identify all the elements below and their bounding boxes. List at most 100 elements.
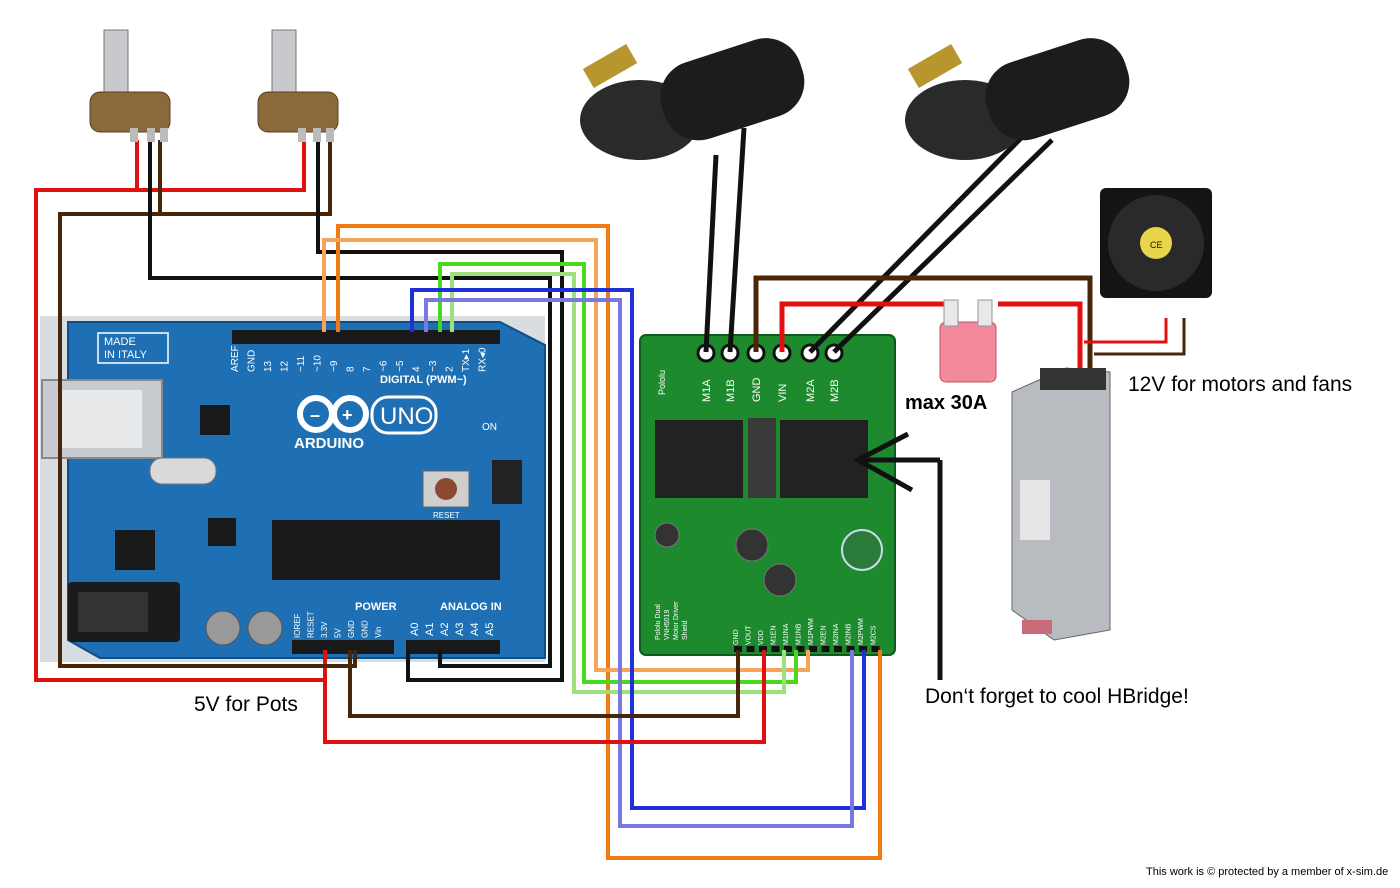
driver-bottom-pin-label: GND <box>733 629 740 645</box>
wire-black-motor2-b <box>832 138 1054 354</box>
arduino-brand: ARDUINO <box>294 435 364 452</box>
driver-bottom-pin-label: VOUT <box>746 625 753 645</box>
digital-pin-label: ~5 <box>395 360 406 372</box>
power-header <box>292 640 394 654</box>
power-pin-label: Vin <box>374 627 383 638</box>
digital-pin-label: AREF <box>230 345 241 372</box>
driver-pin <box>809 646 817 652</box>
driver-top-pin-label: M2A <box>805 379 817 402</box>
analog-pin-label: A3 <box>454 623 466 636</box>
wire-light-green-pin2 <box>450 272 786 694</box>
wire-orange-pin9 <box>336 224 882 860</box>
digital-pin-label: 12 <box>280 360 291 372</box>
power-supply-icon <box>1011 367 1111 641</box>
analog-header <box>406 640 500 654</box>
cooling-fan-icon: CE <box>1100 188 1212 298</box>
wire-brown-pot-gnd <box>158 140 332 216</box>
usb-chip <box>200 405 230 435</box>
driver-pin <box>796 646 805 652</box>
psu-note-label: 12V for motors and fans <box>1128 373 1353 396</box>
driver-pin <box>846 646 855 652</box>
icsp-header <box>492 460 522 504</box>
fan-label: CE <box>1150 240 1163 250</box>
crystal-oscillator <box>149 457 217 485</box>
digital-pin-label: TX▸1 <box>461 348 472 372</box>
digital-pin-label: ~3 <box>428 360 439 372</box>
wire-black-pot1-wiper <box>148 140 552 668</box>
analog-pin-label: A0 <box>409 623 421 636</box>
digital-pin-label: GND <box>247 350 258 372</box>
wire-red-pot-power <box>135 140 306 192</box>
power-pin-label: GND <box>347 620 356 638</box>
wire-light-orange-pin10 <box>322 238 810 672</box>
driver-pin <box>784 646 792 652</box>
driver-brand: Pololu <box>657 370 667 395</box>
driver-bottom-pin-label: M1PWM <box>808 618 815 645</box>
digital-header-label: DIGITAL (PWM~) <box>380 374 467 386</box>
reset-label: RESET <box>433 511 460 520</box>
driver-pin <box>834 646 842 652</box>
vnh5019-chip-2 <box>780 420 868 498</box>
wires <box>34 123 1186 860</box>
driver-pin <box>771 646 780 652</box>
wire-black-motor1-a <box>703 154 719 353</box>
vnh5019-chip-1 <box>655 420 743 498</box>
wire-green-pin4 <box>438 262 798 684</box>
analog-pin-label: A5 <box>484 623 496 636</box>
driver-pin <box>821 646 830 652</box>
driver-name-label: Shield <box>682 620 689 640</box>
analog-pin-label: A2 <box>439 623 451 636</box>
atmega-chip <box>272 520 500 580</box>
on-led-label: ON <box>482 422 497 433</box>
digital-header <box>232 330 500 344</box>
power-pin-label: 5V <box>334 628 343 638</box>
wire-black-motor1-b <box>727 127 747 353</box>
svg-text:+: + <box>342 405 353 425</box>
analog-pin-label: A4 <box>469 623 481 636</box>
wire-brown-fan <box>1094 318 1186 356</box>
driver-bottom-pin-label: M1INB <box>796 623 803 645</box>
driver-bottom-pin-label: M2CS <box>871 625 878 645</box>
driver-top-pin-label: GND <box>751 378 763 403</box>
cooling-note-label: Don‘t forget to cool HBridge! <box>925 685 1189 708</box>
driver-pin <box>734 646 742 652</box>
driver-top-pin-label: VIN <box>777 384 789 402</box>
svg-text:–: – <box>310 405 320 425</box>
capacitor <box>763 563 797 597</box>
wire-light-blue-pin5 <box>424 298 854 828</box>
digital-pin-label: RX◂0 <box>478 347 489 372</box>
wire-red-fan <box>1084 318 1168 344</box>
digital-pin-label: ~9 <box>329 360 340 372</box>
power-header-label: POWER <box>355 601 397 613</box>
digital-pin-label: ~10 <box>313 355 324 372</box>
power-pin-label: IOREF <box>293 613 302 638</box>
fuse-rating-label: max 30A <box>905 392 988 414</box>
capacitor <box>735 528 769 562</box>
digital-pin-label: 4 <box>412 366 423 372</box>
wire-red-psu-vin <box>779 301 955 352</box>
driver-bottom-pin-label: M1INA <box>783 623 790 645</box>
driver-bottom-pin-label: M2PWM <box>858 618 865 645</box>
analog-pin-label: A1 <box>424 623 436 636</box>
driver-bottom-pin-label: M2INA <box>833 623 840 645</box>
driver-pin <box>871 646 880 652</box>
blade-fuse-icon <box>939 299 997 383</box>
arduino-logo-icon: – + <box>297 395 369 433</box>
digital-pin-label: 8 <box>346 366 357 372</box>
wire-red-fuse-psu <box>998 301 1083 372</box>
driver-top-pin-label: M1A <box>701 379 713 402</box>
driver-pin <box>746 646 755 652</box>
made-in-label-2: IN ITALY <box>104 349 148 361</box>
wire-black-pot2-wiper <box>316 140 564 682</box>
driver-name-label: VNH5019 <box>664 610 671 640</box>
digital-pin-label: ~11 <box>296 355 307 372</box>
driver-pin <box>859 646 867 652</box>
copyright-label: This work is © protected by a member of … <box>1146 866 1389 878</box>
driver-bottom-pin-label: VDD <box>758 630 765 645</box>
capacitor <box>205 610 241 646</box>
wire-brown-gnd-main <box>58 212 357 668</box>
